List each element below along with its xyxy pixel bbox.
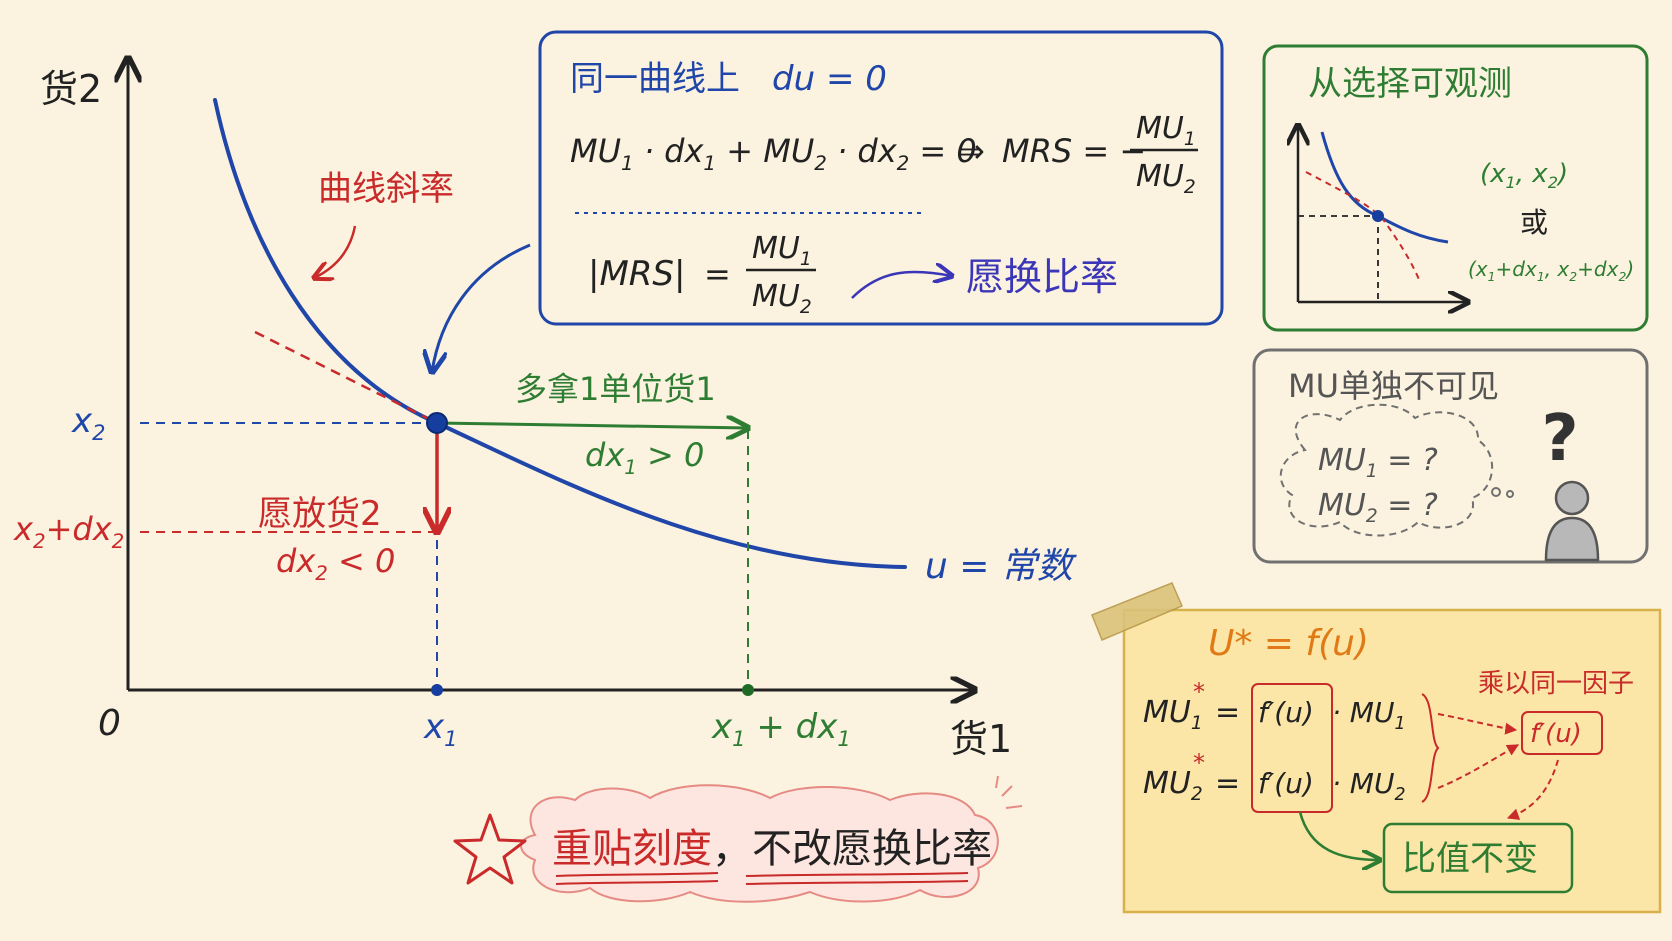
x2-label: x2 — [71, 401, 106, 445]
person-head-icon — [1554, 480, 1590, 516]
curve-label: u = 常数 — [925, 546, 1077, 587]
question-mark-icon: ? — [1541, 402, 1578, 476]
tangent-line — [254, 330, 438, 425]
tangency-point — [426, 412, 448, 434]
mu1-star: MU1 — [1143, 695, 1203, 734]
mrs-equation: MRS = − — [1002, 132, 1146, 170]
mu1-unknown: MU1 = ? — [1318, 443, 1438, 482]
total-differential-equation: MU1 · dx1 + MU2 · dx2 = 0 — [570, 132, 977, 175]
abs-mrs: |MRS| — [588, 254, 685, 294]
abs-equals: = — [704, 255, 731, 293]
mu2-unknown: MU2 = ? — [1318, 488, 1438, 527]
y-axis-label: 货2 — [40, 67, 102, 111]
underline-red-1 — [555, 872, 719, 877]
star-icon — [453, 813, 527, 885]
row2-fprime: f′(u) — [1258, 767, 1314, 800]
ratio-unchanged: 比值不变 — [1402, 839, 1538, 879]
tape-icon — [1091, 582, 1183, 641]
willing-rate-label: 愿换比率 — [966, 255, 1118, 299]
factor-to-ratio-arrow — [1506, 759, 1559, 820]
x2dx2-label: x2+dx2 — [13, 510, 124, 553]
ratio-box — [1382, 822, 1574, 894]
x1dx1-label: x1 + dx1 — [711, 707, 851, 751]
row2-mu2: · MU2 — [1332, 767, 1406, 805]
banner-cloud — [520, 784, 999, 903]
mini-point — [1372, 210, 1384, 222]
slope-label: 曲线斜率 — [318, 169, 454, 209]
underline-red-4 — [745, 880, 969, 885]
thought-cloud — [1279, 403, 1494, 537]
person-body-icon — [1544, 516, 1600, 562]
thought-bubble-tiny — [1506, 490, 1514, 498]
note-box: U* = f(u) MU1 * = f′(u) · MU1 MU2 * = f′… — [1091, 582, 1662, 914]
row1-mu1: · MU1 — [1332, 696, 1406, 734]
invisible-title: MU单独不可见 — [1288, 367, 1499, 405]
abs-frac-num: MU1 — [752, 231, 812, 270]
banner-text: 重贴刻度，不改愿换比率 — [552, 826, 992, 872]
mu1-star-mark: * — [1193, 678, 1205, 706]
x-axis-label: 货1 — [950, 717, 1012, 761]
transform-title: U* = f(u) — [1208, 623, 1369, 664]
observe-or: 或 — [1520, 206, 1548, 239]
more-good1-label: 多拿1单位货1 — [515, 370, 716, 408]
implies-arrow: ⇒ — [958, 132, 985, 170]
bottom-banner: 重贴刻度，不改愿换比率 — [453, 775, 1023, 903]
abs-frac-den: MU2 — [752, 279, 812, 318]
sparkle-lines-icon — [995, 775, 1023, 809]
factor-arrow-top — [1437, 713, 1518, 735]
dx2-label: dx2 < 0 — [276, 542, 395, 585]
x1dx1-tick-dot — [742, 684, 754, 696]
fprime-to-ratio-arrow — [1298, 811, 1380, 860]
row1-fprime: f′(u) — [1258, 696, 1314, 729]
row2-equals: = — [1215, 766, 1240, 801]
dx1-arrow — [436, 423, 748, 428]
factor-arrow-bottom — [1437, 744, 1520, 789]
mrs-frac-den: MU2 — [1136, 159, 1196, 198]
factor-label: 乘以同一因子 — [1478, 669, 1634, 699]
factor-box — [1521, 711, 1603, 755]
willing-rate-arrow — [851, 272, 952, 299]
mu2-star: MU2 — [1143, 766, 1203, 805]
mu2-star-mark: * — [1193, 749, 1205, 777]
mrs-frac-num: MU1 — [1136, 111, 1196, 150]
box-to-point-arrow — [432, 243, 531, 372]
row1-fprime-box — [1251, 683, 1333, 813]
observe-pair2: (x1+dx1, x2+dx2) — [1468, 257, 1634, 284]
observe-pair1: (x1, x2) — [1480, 159, 1568, 192]
x1-label: x1 — [423, 707, 458, 751]
observe-box: 从选择可观测 (x1, x2) 或 (x1+dx1, x2+dx2) — [1262, 44, 1649, 332]
slope-arrow — [314, 225, 357, 278]
thought-bubble-small — [1491, 487, 1501, 497]
give-good2-label: 愿放货2 — [258, 494, 382, 534]
row1-equals: = — [1215, 695, 1240, 730]
main-graph: 货2 货1 0 u = 常数 曲线斜率 x2 x2+dx2 x1 x1 + dx… — [13, 58, 1077, 761]
factor-fprime: f′(u) — [1530, 719, 1582, 749]
invisible-box: MU单独不可见 MU1 = ? MU2 = ? ? — [1252, 348, 1649, 564]
origin-label: 0 — [98, 703, 121, 744]
underline-red-2 — [555, 880, 719, 885]
right-brace — [1421, 693, 1440, 803]
x1-tick-dot — [431, 684, 443, 696]
dx1-label: dx1 > 0 — [585, 436, 704, 479]
underline-red-3 — [745, 872, 969, 877]
observe-title: 从选择可观测 — [1308, 64, 1512, 104]
